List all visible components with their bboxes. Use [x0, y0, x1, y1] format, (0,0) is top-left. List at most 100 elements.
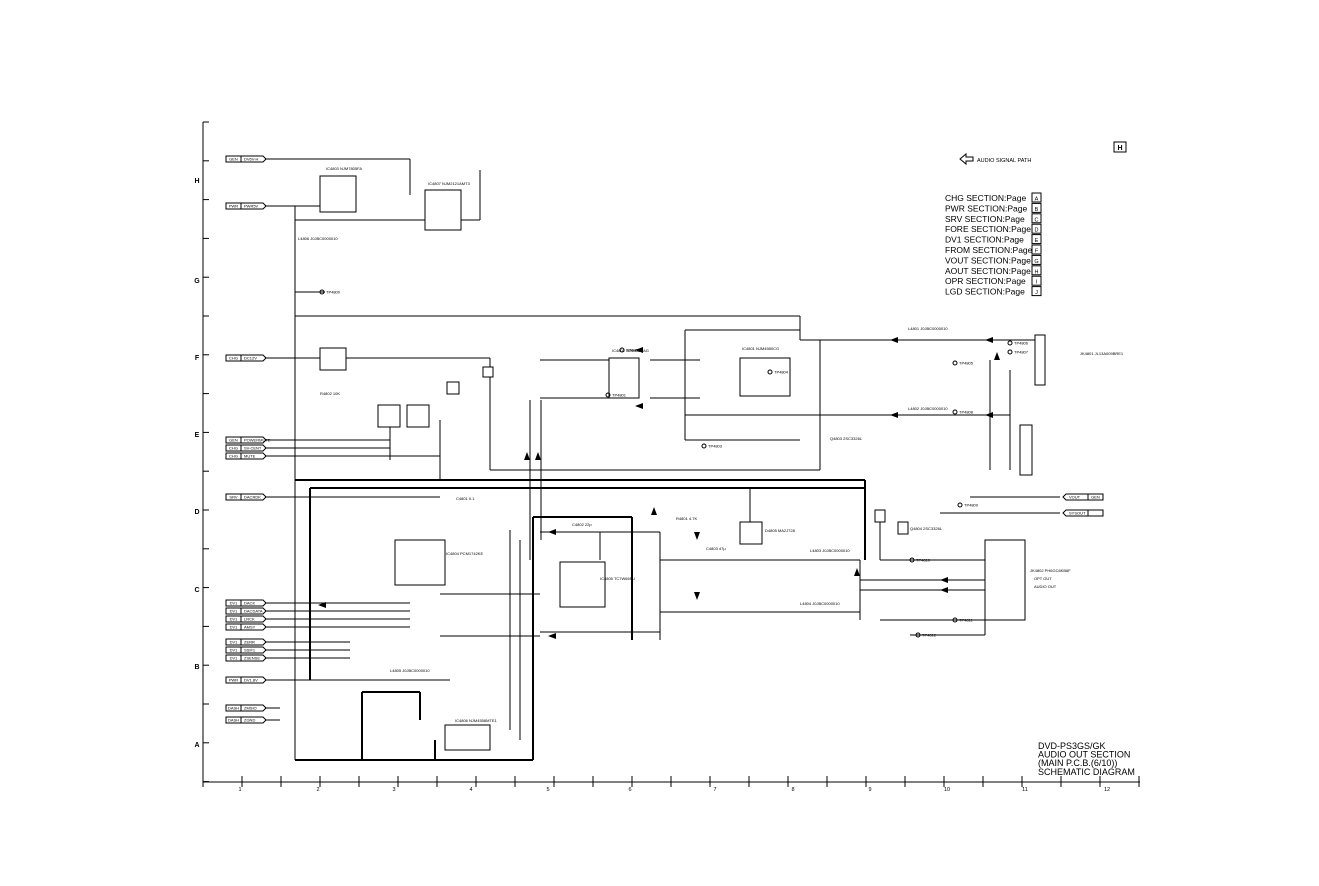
connector-net: ZSENSE — [244, 656, 260, 661]
ic4806-label: IC4806 NJM4558MTE1 — [455, 718, 498, 723]
connector-net: ZMSIO — [244, 706, 257, 711]
test-point-label: TP4804 — [774, 370, 789, 375]
test-point: TP4806 — [1007, 340, 1029, 346]
connector-tag: CHG — [229, 454, 238, 459]
connector-net: SV-CENT — [244, 446, 262, 451]
connector-tag: PWR — [229, 678, 238, 683]
sheet-frame — [202, 121, 1140, 787]
connector-tag: PWR — [229, 204, 238, 209]
test-point: TP4812 — [915, 632, 937, 638]
connector-net: ZGND — [244, 718, 255, 723]
legend-item-code: C — [1035, 217, 1039, 223]
test-point-label: TP4809 — [964, 503, 979, 508]
connector-tag: GEN — [229, 438, 238, 443]
legend-item-code: D — [1035, 228, 1039, 234]
column-label: 3 — [392, 787, 395, 793]
sheet-letter: H — [1117, 145, 1122, 152]
left-connector: PWR PWR5V — [225, 202, 267, 210]
row-label: B — [194, 664, 199, 671]
c4802-label: C4802 22p — [572, 522, 592, 527]
column-label: 9 — [868, 787, 871, 793]
left-connector: DV1 ZSENSE — [225, 654, 267, 662]
column-label: 4 — [469, 787, 472, 793]
row-label: F — [195, 355, 200, 362]
test-point: TP4807 — [1007, 349, 1029, 355]
connector-tag: DV1 — [230, 609, 239, 614]
connector-net: AMSY — [244, 625, 256, 630]
left-connector: CHG SV-CENT — [225, 444, 267, 452]
l4805-label: L4805 J0JBC0000010 — [390, 668, 430, 673]
connector-net: DV6V-H — [244, 157, 259, 162]
left-connector: DV1 SSIF1 — [225, 646, 267, 654]
legend-item-text: PWR SECTION:Page — [945, 203, 1027, 213]
test-point-label: TP4806 — [1014, 341, 1029, 346]
signal-arrow-icon — [959, 152, 974, 166]
test-point-label: TP4810 — [916, 558, 931, 563]
left-connector: GEN POWERMUTE — [225, 436, 271, 444]
connector-net: DC12V — [244, 356, 257, 361]
connector-net: SSIF1 — [244, 648, 256, 653]
test-point-label: TP4808 — [959, 410, 974, 415]
title-line: SCHEMATIC DIAGRAM — [1038, 767, 1135, 777]
l4801-label: L4801 J0JBC0000010 — [908, 326, 948, 331]
connector-net: DACRDK — [244, 495, 261, 500]
connector-tag: GEN — [229, 157, 238, 162]
connector-tag: GEN — [1091, 495, 1100, 500]
column-label: 6 — [628, 787, 631, 793]
l4804-label: L4804 J0JBC0000010 — [800, 601, 840, 606]
legend-item-code: J — [1035, 290, 1038, 296]
column-label: 2 — [316, 787, 319, 793]
connector-tag: DV1 — [230, 617, 239, 622]
row-label: A — [194, 742, 199, 749]
ic4805-label: IC4805 TC7W66FU — [600, 576, 635, 581]
legend-item-code: B — [1035, 207, 1039, 213]
legend-item-text: DV1 SECTION:Page — [945, 235, 1024, 245]
connector-tag: DASH — [228, 706, 239, 711]
connector-tag: CHG — [229, 446, 238, 451]
legend-item: PWR SECTION:Page B — [945, 202, 1042, 213]
connector-net: POWERMUTE — [244, 438, 271, 443]
connector-tag: DV1 — [230, 648, 239, 653]
connector-net: PWR5V — [244, 204, 259, 209]
column-label: 12 — [1104, 787, 1110, 793]
left-connector: DASH ZMSIO — [225, 704, 267, 712]
l4803-label: L4803 J0JBC0000010 — [810, 548, 850, 553]
ic-blocks — [319, 175, 1046, 751]
test-point-label: TP4811 — [959, 618, 973, 623]
ic4803-label: IC4803 NJM7805FA — [326, 166, 362, 171]
test-point: TP4801 — [605, 392, 627, 398]
test-point: TP4810 — [909, 557, 931, 563]
r4802-label: R4802 10K — [320, 391, 340, 396]
connector-tag: DV1 — [230, 656, 239, 661]
title-line: AUDIO OUT SECTION — [1038, 750, 1130, 760]
connector-tag: DV1 — [230, 601, 239, 606]
q4803-label: Q4803 2SC3326L — [830, 436, 863, 441]
signal-path-legend: AUDIO SIGNAL PATH — [959, 152, 1031, 166]
legend-item-code: F — [1035, 249, 1039, 255]
test-point-label: TP4803 — [708, 444, 723, 449]
test-point-label: TP4807 — [1014, 350, 1029, 355]
l4802-label: L4802 J0JBC0000010 — [908, 406, 948, 411]
test-point: TP4802 — [619, 347, 641, 353]
legend-item-text: AOUT SECTION:Page — [945, 266, 1031, 276]
test-point: TP4800 — [319, 289, 341, 295]
signal-arrows — [318, 337, 1000, 639]
d4805-label: D4805 MA2J728 — [765, 528, 796, 533]
c4801-label: C4801 0.1 — [456, 496, 475, 501]
test-point-label: TP4800 — [326, 290, 341, 295]
